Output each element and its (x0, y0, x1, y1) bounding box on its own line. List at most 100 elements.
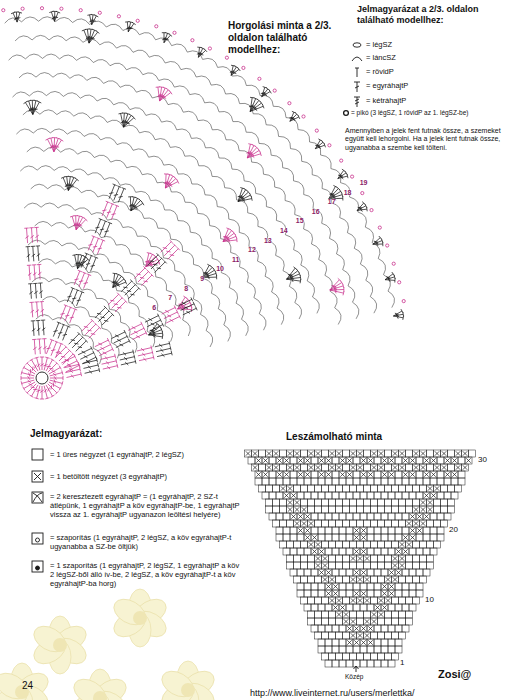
grid-cell (301, 597, 308, 604)
grid-cell (336, 618, 343, 625)
grid-cell (413, 499, 420, 506)
grid-cell (381, 569, 388, 576)
round-number: 10 (216, 265, 224, 273)
grid-cell (322, 541, 329, 548)
round-number: 15 (296, 217, 304, 225)
grid-cell (318, 625, 325, 632)
grid-cell (332, 646, 339, 653)
grid-cell (304, 478, 311, 485)
grid-cell (332, 492, 339, 499)
row-number: 30 (478, 455, 487, 465)
grid-cell (262, 492, 269, 499)
grid-cell (367, 534, 374, 541)
grid-cell (311, 513, 318, 520)
grid-cell (301, 576, 308, 583)
grid-cell (339, 639, 346, 646)
grid-cell (371, 653, 378, 660)
grid-cell (374, 583, 381, 590)
grid-cell (448, 499, 455, 506)
increase-mark (36, 538, 40, 542)
grid-cell (329, 541, 336, 548)
stitch-symbols (11, 11, 404, 373)
grid-cell (451, 492, 458, 499)
grid-cell (339, 569, 346, 576)
grid-cell (388, 534, 395, 541)
grid-cell (367, 569, 374, 576)
grid-cell (381, 660, 388, 667)
grid-cell (332, 548, 339, 555)
grid-cell (367, 527, 374, 534)
grid-cell (406, 611, 413, 618)
grid-cell (294, 541, 301, 548)
grid-cell (427, 464, 434, 471)
grid-cell (322, 597, 329, 604)
grid-cell (406, 450, 413, 457)
grid-cell (381, 513, 388, 520)
grid-cell (430, 527, 437, 534)
round-number: 19 (360, 179, 368, 187)
grid-cell (392, 632, 399, 639)
grid-cell (343, 450, 350, 457)
grid-cell (308, 506, 315, 513)
grid-cell (399, 485, 406, 492)
grid-cell (346, 660, 353, 667)
grid-cell (392, 611, 399, 618)
grid-cell (360, 660, 367, 667)
grid-cell (381, 646, 388, 653)
grid-cell (343, 555, 350, 562)
grid-cell (378, 632, 385, 639)
grid-cell (385, 450, 392, 457)
grid-cell (378, 618, 385, 625)
flower-center (93, 691, 107, 700)
grid-cell (269, 457, 276, 464)
grid-cell (371, 632, 378, 639)
grid-cell (290, 527, 297, 534)
grid-cell (339, 492, 346, 499)
grid-cell (266, 485, 273, 492)
grid-cell (357, 520, 364, 527)
grid-cell (367, 604, 374, 611)
grid-cell (343, 576, 350, 583)
grid-cell (329, 618, 336, 625)
grid-cell (346, 478, 353, 485)
grid-cell (248, 457, 255, 464)
grid-cell (280, 520, 287, 527)
grid-cell (308, 499, 315, 506)
grid-cell (318, 534, 325, 541)
grid-cell (416, 457, 423, 464)
grid-cell (374, 457, 381, 464)
grid-cell (322, 611, 329, 618)
treble-symbol (354, 82, 360, 92)
grid-cell (395, 583, 402, 590)
grid-cell (385, 506, 392, 513)
grid-cell (360, 583, 367, 590)
grid-cell (458, 457, 465, 464)
grid-cell (350, 485, 357, 492)
grid-cell (364, 653, 371, 660)
grid-cell (283, 478, 290, 485)
grid-cell (273, 485, 280, 492)
legend-heading: Jelmagyarázat a 2/3. oldalon található m… (357, 4, 507, 26)
flower-photo (0, 589, 219, 700)
grid-cell (392, 506, 399, 513)
grid-cell (329, 632, 336, 639)
grid-cell (444, 513, 451, 520)
grid-cell (357, 562, 364, 569)
increase-dot-mark (36, 566, 40, 570)
crochet-chart (2, 7, 406, 399)
grid-cell (420, 485, 427, 492)
grid-cell (378, 555, 385, 562)
grid-cell (318, 583, 325, 590)
grid-cell (395, 590, 402, 597)
grid-cell (343, 632, 350, 639)
grid-cell (392, 485, 399, 492)
grid-cell (325, 639, 332, 646)
grid-cell (353, 492, 360, 499)
grid-cell (311, 569, 318, 576)
grid-cell (318, 604, 325, 611)
grid-cell (409, 478, 416, 485)
center-marker: Közép (345, 673, 363, 681)
grid-cell (325, 625, 332, 632)
grid-cell (367, 583, 374, 590)
grid-cell (332, 639, 339, 646)
